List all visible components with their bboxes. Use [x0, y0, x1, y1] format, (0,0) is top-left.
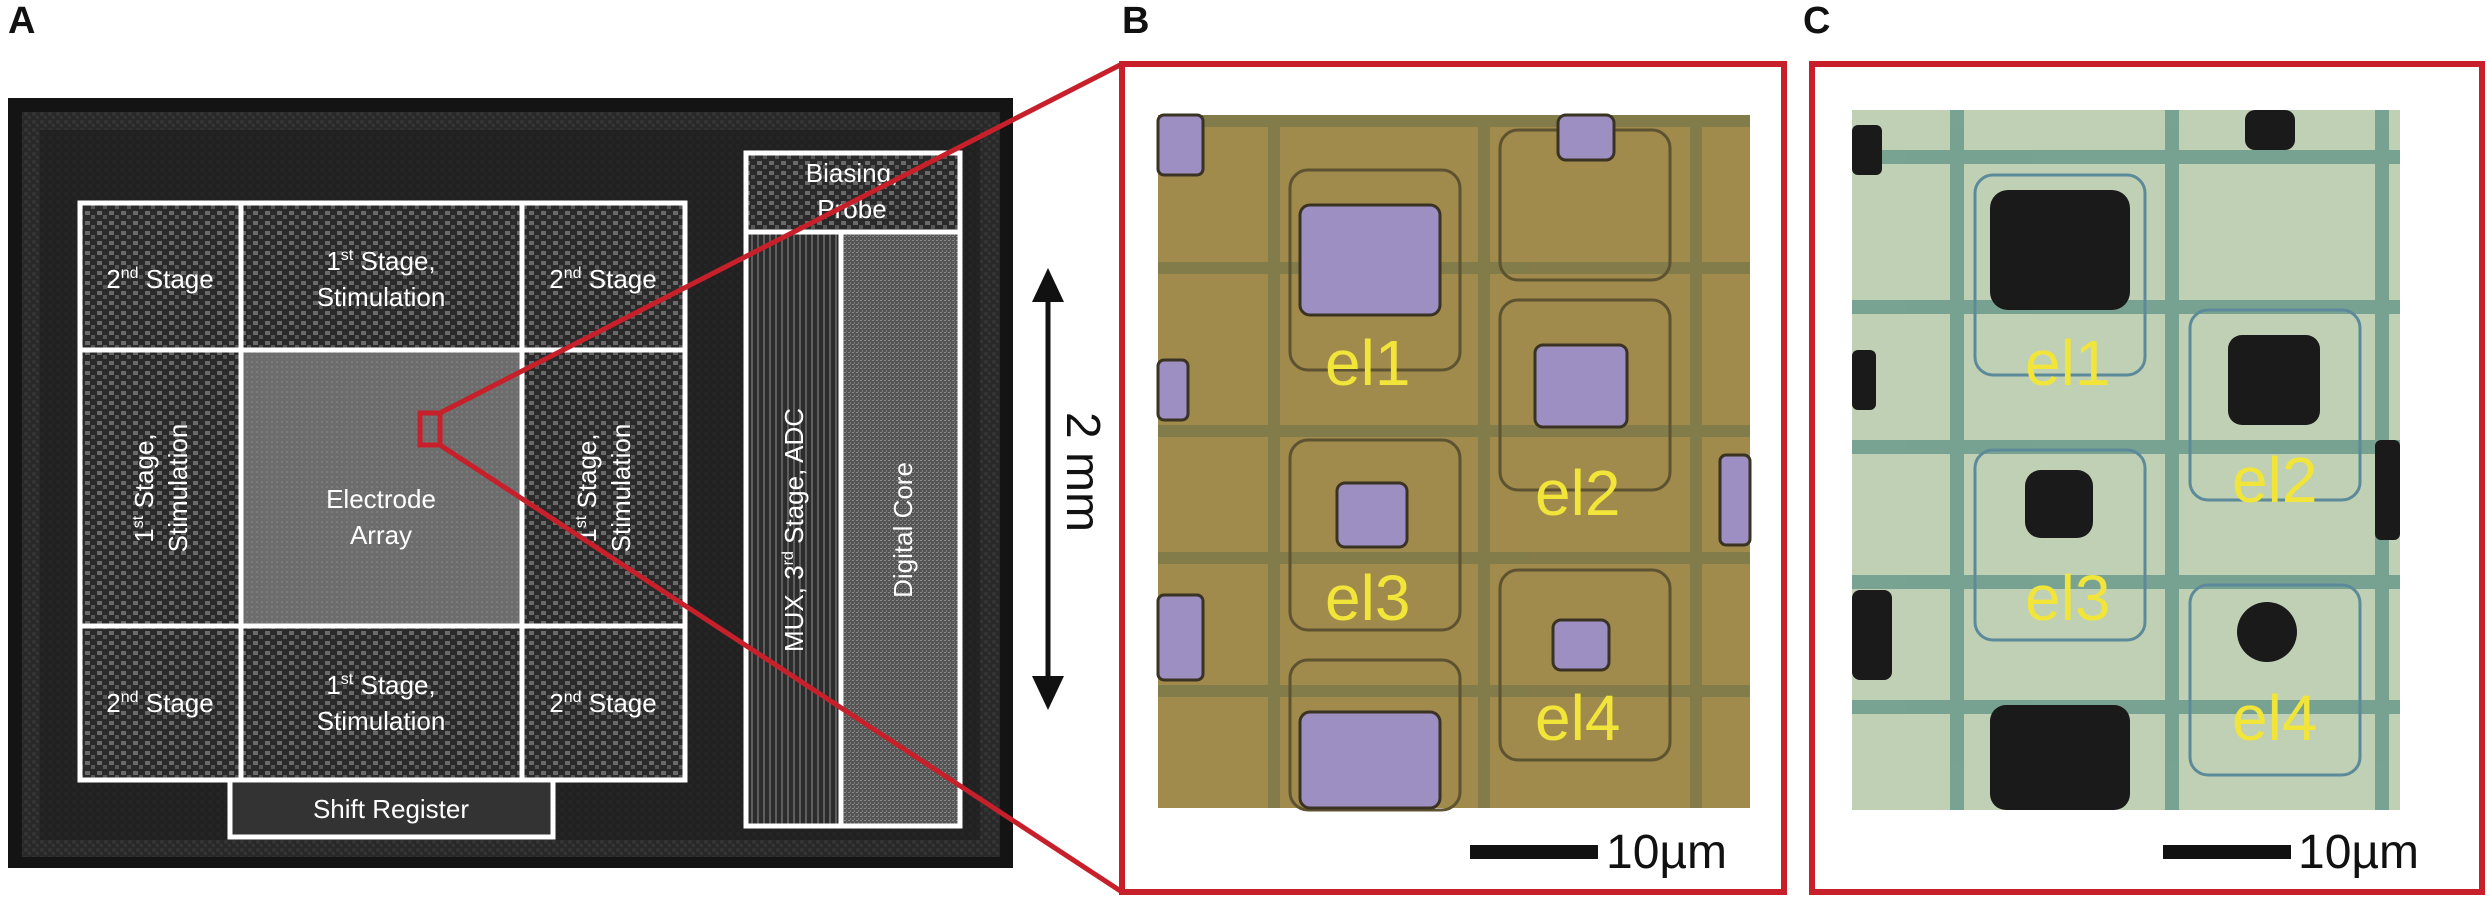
stage1-top-label: 1st Stage, — [326, 246, 435, 276]
svg-text:1st Stage,: 1st Stage, — [572, 433, 602, 542]
chip-block-outlines — [77, 150, 963, 840]
zoom-indicator — [417, 61, 1124, 895]
micrograph-c-labels: el1 el2 el3 el4 — [2025, 327, 2317, 754]
block-stage1-top-tex — [243, 205, 521, 348]
block-stage2-bl-tex — [82, 628, 240, 778]
stage1-bottom-label: 1st Stage, — [326, 670, 435, 700]
b-label-el2: el2 — [1535, 457, 1620, 529]
block-shift-register-tex — [230, 783, 552, 835]
block-stage1-right-tex — [524, 352, 684, 624]
b-label-el4: el4 — [1535, 682, 1620, 754]
biasing-label-1: Biasing, — [806, 158, 899, 188]
stage2-br-label: 2nd Stage — [549, 688, 656, 718]
chip-labels: Biasing, Probe 2nd Stage 1st Stage, Stim… — [106, 158, 918, 824]
svg-text:Stimulation: Stimulation — [606, 424, 636, 553]
stage1-top-label-2: Stimulation — [317, 282, 446, 312]
scale-bar-b-label: 10µm — [1606, 826, 1727, 879]
biasing-label-2: Probe — [817, 194, 886, 224]
stage2-tr-label: 2nd Stage — [549, 264, 656, 294]
mux-label: MUX, 3rd Stage, ADC — [779, 408, 809, 652]
scale-bar-c: 10µm — [2163, 826, 2419, 879]
micrograph-c — [1852, 110, 2400, 810]
panel-letter-c: C — [1803, 0, 1831, 42]
block-digital-tex — [843, 234, 958, 826]
stage2-bl-label: 2nd Stage — [106, 688, 213, 718]
shift-register-label: Shift Register — [313, 794, 469, 824]
block-stage2-tl-tex — [82, 205, 240, 348]
micrograph-b — [1156, 113, 1752, 812]
svg-text:MUX, 3rd Stage, ADC: MUX, 3rd Stage, ADC — [779, 408, 809, 652]
micrograph-b-labels: el1 el2 el3 el4 — [1325, 327, 1620, 754]
b-label-el3: el3 — [1325, 562, 1410, 634]
b-label-el1: el1 — [1325, 327, 1410, 399]
block-stage2-br-tex — [524, 628, 684, 778]
c-label-el2: el2 — [2232, 444, 2317, 516]
digital-core-label: Digital Core — [888, 462, 918, 598]
svg-text:Stimulation: Stimulation — [163, 424, 193, 553]
svg-text:1st Stage,: 1st Stage, — [129, 433, 159, 542]
electrode-array-label-1: Electrode — [326, 484, 436, 514]
scale-bar-b: 10µm — [1470, 826, 1727, 879]
stage2-tl-label: 2nd Stage — [106, 264, 213, 294]
chip-scale-label: 2 mm — [1056, 412, 1109, 532]
panel-letter-a: A — [8, 0, 36, 42]
c-label-el4: el4 — [2232, 682, 2317, 754]
panel-letter-b: B — [1122, 0, 1150, 42]
block-stage2-tr-tex — [524, 205, 684, 348]
svg-text:Digital Core: Digital Core — [888, 462, 918, 598]
chip-scale-arrow: 2 mm — [1032, 268, 1109, 710]
stage1-right-label: 1st Stage, Stimulation — [572, 424, 636, 553]
scale-bar-c-label: 10µm — [2298, 826, 2419, 879]
electrode-array-label-2: Array — [350, 520, 412, 550]
c-label-el3: el3 — [2025, 562, 2110, 634]
stage1-left-label: 1st Stage, Stimulation — [129, 424, 193, 553]
c-label-el1: el1 — [2025, 327, 2110, 399]
block-stage1-bottom-tex — [243, 628, 521, 778]
block-mux-tex — [748, 234, 840, 826]
stage1-bottom-label-2: Stimulation — [317, 706, 446, 736]
block-stage1-left-tex — [82, 352, 240, 624]
